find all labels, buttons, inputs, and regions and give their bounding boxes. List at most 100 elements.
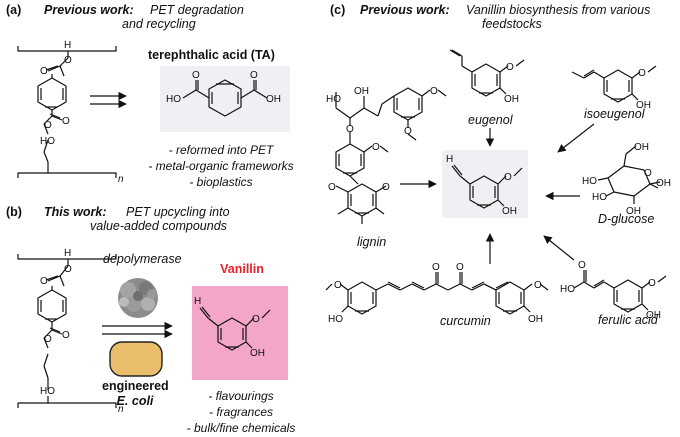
lignin-o5: O — [328, 182, 336, 193]
eugenol-label: eugenol — [468, 113, 513, 127]
vanillin-c-oh: OH — [502, 206, 517, 217]
panel-a-heading-line2: and recycling — [122, 17, 196, 31]
panel-c-heading-bold: Previous work: — [360, 3, 450, 17]
glucose-oh2: OH — [626, 206, 641, 217]
isoeugenol-oh: OH — [636, 100, 651, 111]
vanillin-product-label: Vanillin — [220, 262, 264, 276]
ta-o1: O — [192, 70, 200, 81]
isoeugenol-structure — [571, 65, 657, 103]
pet-b-h-atom: H — [64, 248, 71, 259]
curcumin-ho: HO — [328, 314, 343, 325]
pet-b-n: n — [118, 404, 124, 415]
vanillin-use-2: - fragrances — [208, 405, 274, 419]
curcumin-o3: O — [456, 262, 464, 273]
ta-use-3: - bioplastics — [189, 175, 253, 189]
pet-b-o3: O — [44, 334, 52, 345]
panel-b-heading-bold: This work: — [44, 205, 107, 219]
vanillin-structure-c — [451, 164, 523, 209]
lignin-o1: O — [346, 124, 354, 135]
panel-a-heading: PET degradation — [150, 3, 244, 17]
panel-b-heading-line2: value-added compounds — [90, 219, 227, 233]
ferulic-o2: O — [648, 278, 656, 289]
pet-a-n: n — [118, 174, 124, 185]
panel-c-heading: Vanillin biosynthesis from various — [466, 3, 651, 17]
curcumin-o2: O — [432, 262, 440, 273]
lignin-oh: OH — [354, 86, 369, 97]
eugenol-oh: OH — [504, 94, 519, 105]
ta-ho: HO — [166, 94, 181, 105]
panel-b-heading: PET upcycling into — [126, 205, 230, 219]
panel-b-label: (b) — [6, 205, 22, 219]
lignin-o3: O — [404, 126, 412, 137]
lignin-structure — [335, 87, 447, 224]
curcumin-o4: O — [534, 280, 542, 291]
panel-a-label: (a) — [6, 3, 22, 17]
pet-a-o1: O — [64, 55, 72, 66]
ferulic-oh: OH — [646, 310, 661, 321]
ferulic-acid-label: ferulic acid — [598, 313, 658, 327]
pet-structure-a — [17, 46, 117, 178]
vanillin-structure-b — [199, 306, 271, 351]
lignin-o6: O — [382, 182, 390, 193]
glucose-ho2: HO — [592, 192, 607, 203]
pet-a-h-atom: H — [64, 40, 71, 51]
glucose-o: O — [644, 168, 652, 179]
isoeugenol-o: O — [638, 68, 646, 79]
lignin-ho1: HO — [326, 94, 341, 105]
ta-product-label: terephthalic acid (TA) — [148, 48, 275, 62]
pet-a-ho: HO — [40, 136, 55, 147]
glucose-oh1: OH — [634, 142, 649, 153]
vanillin-b-o: O — [252, 314, 260, 325]
d-glucose-label: D-glucose — [598, 212, 655, 226]
vanillin-b-oh: OH — [250, 348, 265, 359]
vanillin-use-1: - flavourings — [208, 389, 274, 403]
arrow-isoeugenol — [557, 123, 595, 153]
glucose-ho1: HO — [582, 176, 597, 187]
ecoli-cell-icon — [109, 341, 163, 377]
vanillin-product-box — [192, 286, 288, 380]
pet-b-ho: HO — [40, 386, 55, 397]
ferulic-ho: HO — [560, 284, 575, 295]
ta-use-2: - metal-organic frameworks — [148, 159, 294, 173]
curcumin-label: curcumin — [440, 314, 491, 328]
pet-structure-b — [17, 254, 117, 408]
terephthalic-acid-structure — [182, 79, 268, 117]
vanillin-c-o: O — [504, 172, 512, 183]
vanillin-center-box — [442, 150, 528, 218]
arrow-ferulic — [543, 235, 575, 261]
glucose-oh3: OH — [656, 178, 671, 189]
eugenol-structure — [449, 49, 525, 97]
isoeugenol-label: isoeugenol — [584, 107, 645, 121]
panel-a-heading-bold: Previous work: — [44, 3, 134, 17]
eugenol-o: O — [506, 62, 514, 73]
ferulic-o1: O — [578, 260, 586, 271]
ta-o2: O — [250, 70, 258, 81]
ta-oh: OH — [266, 94, 281, 105]
pet-b-o4: O — [62, 330, 70, 341]
depolymerase-enzyme-icon — [118, 278, 158, 318]
pet-a-o2: O — [40, 66, 48, 77]
pet-a-o3: O — [44, 120, 52, 131]
curcumin-o1: O — [334, 280, 342, 291]
lignin-label: lignin — [357, 235, 387, 249]
pet-b-o1: O — [64, 264, 72, 275]
panel-c-label: (c) — [330, 3, 346, 17]
lignin-o4: O — [372, 142, 380, 153]
depolymerase-label: depolymerase — [103, 252, 182, 266]
ecoli-label-line1: engineered — [102, 379, 169, 393]
ferulic-acid-structure — [573, 270, 667, 313]
pet-b-o2: O — [40, 276, 48, 287]
d-glucose-structure — [597, 145, 661, 204]
pet-a-o4: O — [62, 116, 70, 127]
vanillin-c-h: H — [446, 154, 453, 165]
vanillin-b-h: H — [194, 296, 201, 307]
curcumin-oh: OH — [528, 314, 543, 325]
lignin-o2: O — [430, 86, 438, 97]
panel-c-heading-line2: feedstocks — [482, 17, 542, 31]
curcumin-structure — [325, 272, 549, 315]
vanillin-use-3: - bulk/fine chemicals — [186, 421, 296, 435]
ta-product-box — [160, 66, 290, 132]
ecoli-label-line2: E. coli — [116, 394, 154, 408]
ta-use-1: - reformed into PET — [168, 143, 274, 157]
